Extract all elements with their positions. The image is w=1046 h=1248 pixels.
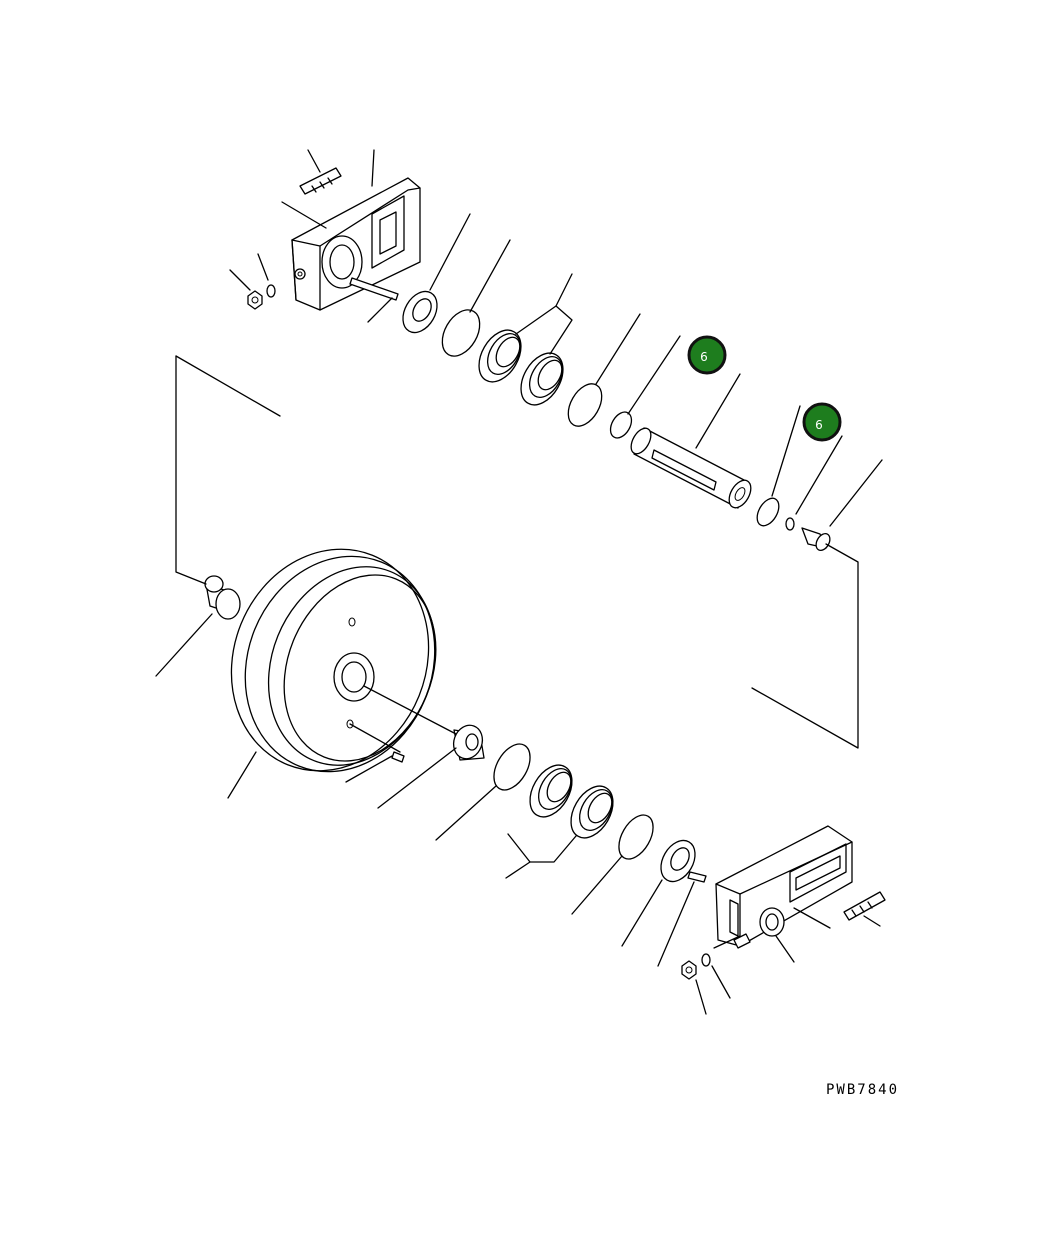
leader-lines xyxy=(155,149,883,1015)
callout-2-circle xyxy=(802,402,842,442)
lower-support-bracket xyxy=(715,825,853,947)
callout-1-label: 6 xyxy=(700,350,708,364)
upper-bracket-pin xyxy=(349,277,399,301)
upper-o-ring-1 xyxy=(441,309,481,357)
shaft-plug xyxy=(801,527,831,552)
lower-o-ring-2 xyxy=(618,814,654,860)
idler-shaft xyxy=(630,427,752,509)
idler-wheel xyxy=(230,548,437,773)
upper-bracket-bolt xyxy=(299,167,342,195)
lower-floating-seal-1 xyxy=(529,764,573,818)
left-bushing xyxy=(204,575,241,620)
upper-floating-seal-2 xyxy=(520,352,564,406)
callout-badge-1: 6 xyxy=(687,335,727,375)
callout-1-circle xyxy=(687,335,727,375)
upper-o-ring-small xyxy=(609,411,633,439)
lower-floating-seal-2 xyxy=(570,785,614,839)
upper-thrust-collar xyxy=(402,290,438,334)
callout-2-label: 6 xyxy=(815,418,823,432)
lower-thrust-collar xyxy=(660,839,696,883)
shaft-small-ring xyxy=(785,517,795,531)
upper-nut-and-washer xyxy=(247,284,276,310)
upper-support-bracket xyxy=(291,177,421,311)
drawing-code: PWB7840 xyxy=(826,1082,900,1098)
lower-bushing xyxy=(452,724,485,761)
shaft-o-ring xyxy=(756,497,780,527)
lower-dowel-pin xyxy=(687,871,707,883)
lower-bracket-pin xyxy=(733,933,751,949)
plug-screw xyxy=(391,751,405,763)
lower-bracket-bolt xyxy=(843,891,886,921)
upper-o-ring-2 xyxy=(567,383,603,427)
lower-nut-and-washer xyxy=(681,953,711,980)
upper-floating-seal-1 xyxy=(478,329,522,383)
callout-badge-2: 6 xyxy=(802,402,842,442)
lower-o-ring-1 xyxy=(493,743,531,791)
